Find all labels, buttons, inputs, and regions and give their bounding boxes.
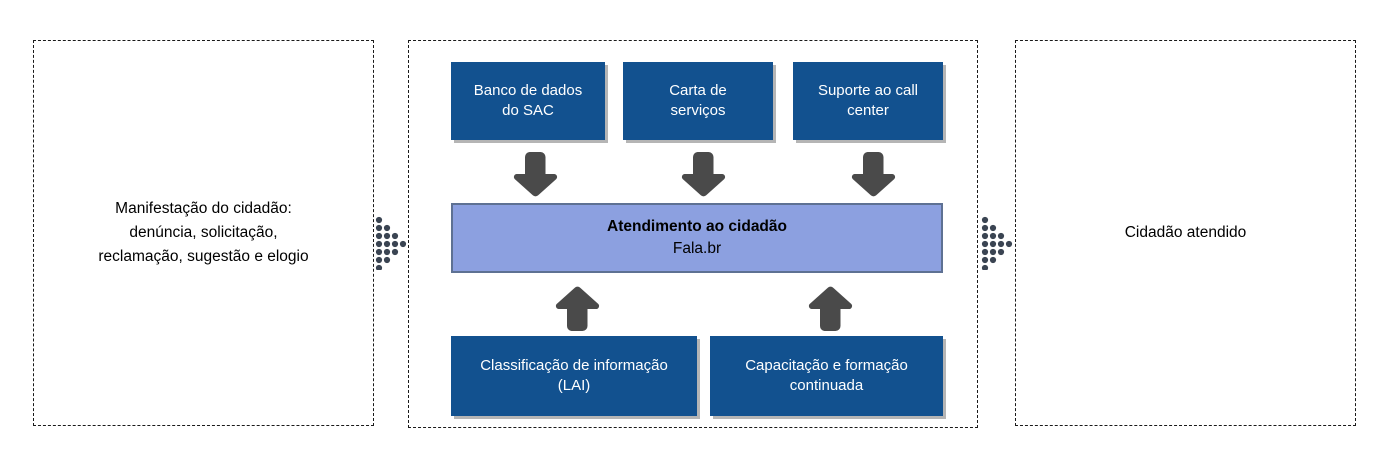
dotted-arrow-right-icon xyxy=(981,216,1015,270)
center-process-subtitle: Fala.br xyxy=(672,240,722,257)
box-banco-de-dados-do-sac[interactable]: Banco de dados do SAC xyxy=(451,62,605,140)
dotted-arrow-right-icon xyxy=(375,216,409,270)
input-panel: Manifestação do cidadão: denúncia, solic… xyxy=(33,40,374,426)
input-panel-text: Manifestação do cidadão: denúncia, solic… xyxy=(98,199,309,266)
center-process-bar[interactable]: Atendimento ao cidadão Fala.br xyxy=(451,203,943,273)
box-classificacao-de-informacao-lai[interactable]: Classificação de informação (LAI) xyxy=(451,336,697,416)
arrow-down-icon xyxy=(508,150,562,198)
arrow-down-icon xyxy=(676,150,730,198)
output-panel: Cidadão atendido xyxy=(1015,40,1356,426)
arrow-down-icon xyxy=(846,150,900,198)
arrow-up-icon xyxy=(550,285,604,333)
output-panel-text: Cidadão atendido xyxy=(1124,223,1247,241)
box-carta-de-servicos[interactable]: Carta de serviços xyxy=(623,62,773,140)
center-process-title: Atendimento ao cidadão xyxy=(607,217,787,235)
arrow-up-icon xyxy=(803,285,857,333)
box-capacitacao-e-formacao-continuada[interactable]: Capacitação e formação continuada xyxy=(710,336,943,416)
box-suporte-ao-call-center[interactable]: Suporte ao call center xyxy=(793,62,943,140)
